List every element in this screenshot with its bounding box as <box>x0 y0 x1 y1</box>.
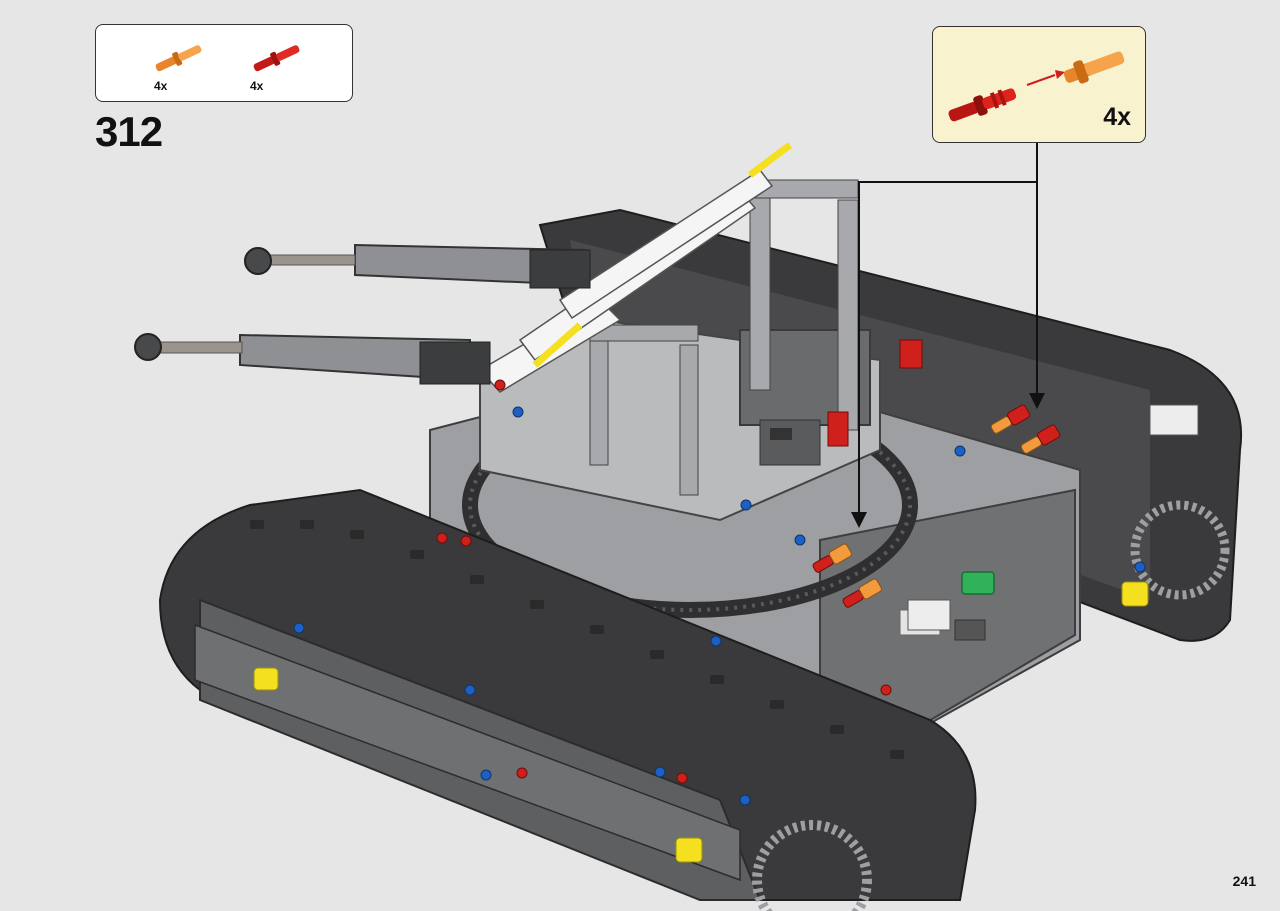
frame-post <box>679 344 699 496</box>
hub-button <box>961 571 995 595</box>
sub-assembly-illustration <box>948 51 1125 122</box>
part-quantity: 4x <box>250 79 264 93</box>
callout-arrow <box>1029 393 1045 409</box>
inserted-pin <box>1020 424 1061 454</box>
part-orange-pin: 4x <box>144 33 214 95</box>
orange-pin-icon <box>155 45 202 72</box>
drive-sprocket <box>752 820 872 911</box>
callout-arrow <box>851 512 867 528</box>
sub-assembly-callout: 4x <box>932 26 1146 143</box>
frame-post <box>837 199 859 431</box>
yellow-connector <box>675 837 703 863</box>
inserted-pin <box>812 543 852 573</box>
yellow-connector <box>1121 581 1149 607</box>
page-number: 241 <box>1232 873 1256 889</box>
inserted-pin <box>990 404 1031 434</box>
part-red-pin: 4x <box>242 33 312 95</box>
step-number: 312 <box>95 108 163 155</box>
rear-sprocket <box>1130 500 1230 600</box>
inserted-pin <box>842 578 882 608</box>
cable-connector <box>907 599 951 631</box>
frame-post <box>589 324 609 466</box>
part-quantity: 4x <box>154 79 168 93</box>
red-pin-icon <box>253 45 300 72</box>
callout-leader <box>858 143 1038 515</box>
yellow-connector <box>253 667 279 691</box>
parts-list-box: 4x 4x <box>95 24 353 102</box>
front-track <box>158 488 977 901</box>
white-beam <box>558 168 774 320</box>
upper-actuator <box>244 243 591 289</box>
red-connector <box>827 411 849 447</box>
cable-connector <box>1149 404 1199 436</box>
yellow-axle <box>747 142 793 178</box>
frame-post <box>749 179 771 391</box>
lower-actuator <box>134 333 491 385</box>
yellow-axle <box>532 322 583 368</box>
callout-quantity: 4x <box>1103 103 1131 131</box>
red-connector <box>899 339 923 369</box>
